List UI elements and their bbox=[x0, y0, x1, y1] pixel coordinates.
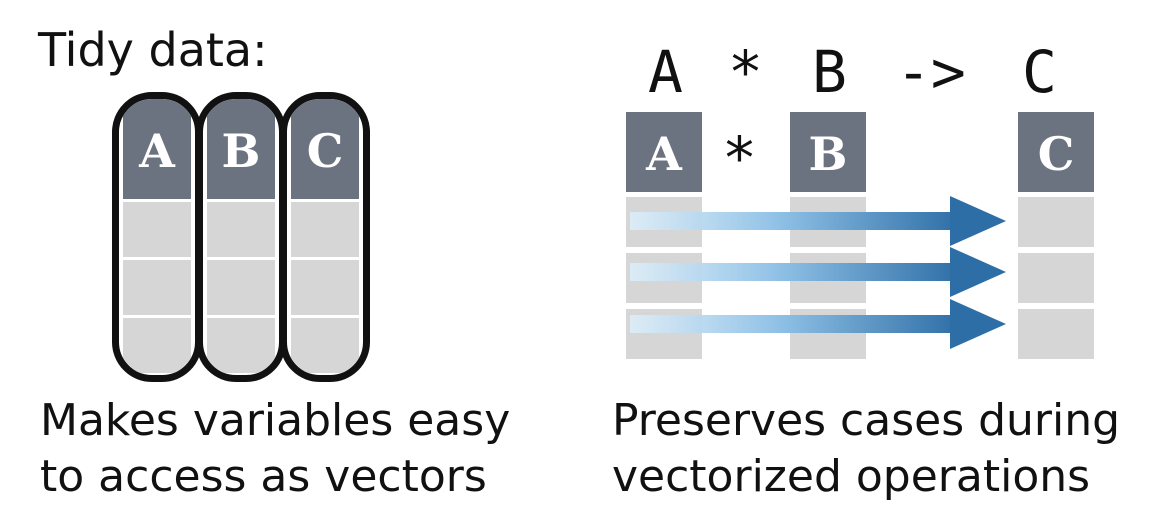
column-header-a: A bbox=[123, 99, 191, 199]
tidy-column-b: B bbox=[196, 92, 286, 382]
formula-arrow: -> bbox=[896, 38, 966, 106]
header-multiply: * bbox=[722, 124, 757, 192]
formula-c: C bbox=[1022, 38, 1057, 106]
arrow-row-2 bbox=[630, 247, 1006, 297]
vector-letter-a: A bbox=[646, 127, 682, 181]
right-caption-line-2: vectorized operations bbox=[612, 451, 1091, 502]
right-caption-line-1: Preserves cases during bbox=[612, 395, 1121, 446]
column-letter-b: B bbox=[221, 124, 261, 178]
table-cell bbox=[123, 202, 191, 257]
table-cell bbox=[291, 202, 359, 257]
arrow-row-1 bbox=[630, 196, 1006, 246]
vector-c-cell bbox=[1018, 253, 1094, 303]
tidy-column-c: C bbox=[280, 92, 370, 382]
right-caption: Preserves cases during vectorized operat… bbox=[612, 393, 1120, 505]
column-header-c: C bbox=[291, 99, 359, 199]
tidy-data-title: Tidy data: bbox=[38, 23, 268, 77]
table-cell bbox=[207, 318, 275, 373]
column-letter-c: C bbox=[306, 124, 344, 178]
column-header-b: B bbox=[207, 99, 275, 199]
tidy-column-a: A bbox=[112, 92, 202, 382]
arrow-row-3 bbox=[630, 299, 1006, 349]
table-cell bbox=[291, 318, 359, 373]
table-cell bbox=[123, 260, 191, 315]
formula-a: A bbox=[648, 38, 683, 106]
vector-c-cell bbox=[1018, 197, 1094, 247]
left-caption: Makes variables easy to access as vector… bbox=[40, 393, 510, 505]
left-caption-line-2: to access as vectors bbox=[40, 451, 487, 502]
vector-header-a: A bbox=[626, 112, 702, 192]
formula-b: B bbox=[812, 38, 847, 106]
table-cell bbox=[207, 202, 275, 257]
left-caption-line-1: Makes variables easy bbox=[40, 395, 511, 446]
column-letter-a: A bbox=[139, 124, 175, 178]
table-cell bbox=[207, 260, 275, 315]
table-cell bbox=[291, 260, 359, 315]
vector-letter-c: C bbox=[1037, 127, 1075, 181]
table-cell bbox=[123, 318, 191, 373]
vector-c-cell bbox=[1018, 309, 1094, 359]
formula-multiply: * bbox=[728, 38, 763, 106]
vector-letter-b: B bbox=[808, 127, 848, 181]
vector-header-c: C bbox=[1018, 112, 1094, 192]
vector-header-b: B bbox=[790, 112, 866, 192]
